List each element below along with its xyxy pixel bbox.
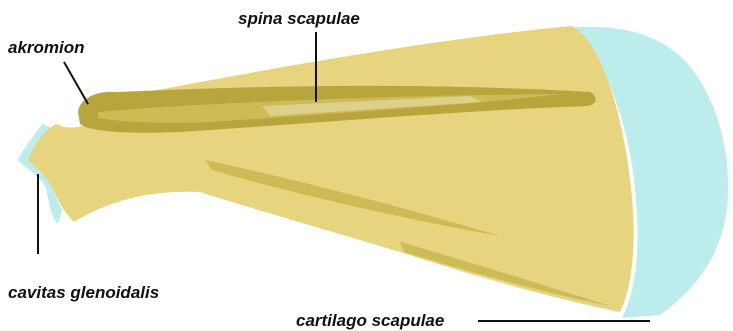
label-cavitas-glenoidalis: cavitas glenoidalis	[8, 283, 159, 302]
label-akromion: akromion	[8, 38, 85, 57]
label-spina-scapulae: spina scapulae	[238, 9, 360, 28]
label-cartilago-scapulae: cartilago scapulae	[296, 311, 444, 330]
leader-line-akromion	[64, 62, 88, 104]
scapula-body	[28, 26, 634, 312]
